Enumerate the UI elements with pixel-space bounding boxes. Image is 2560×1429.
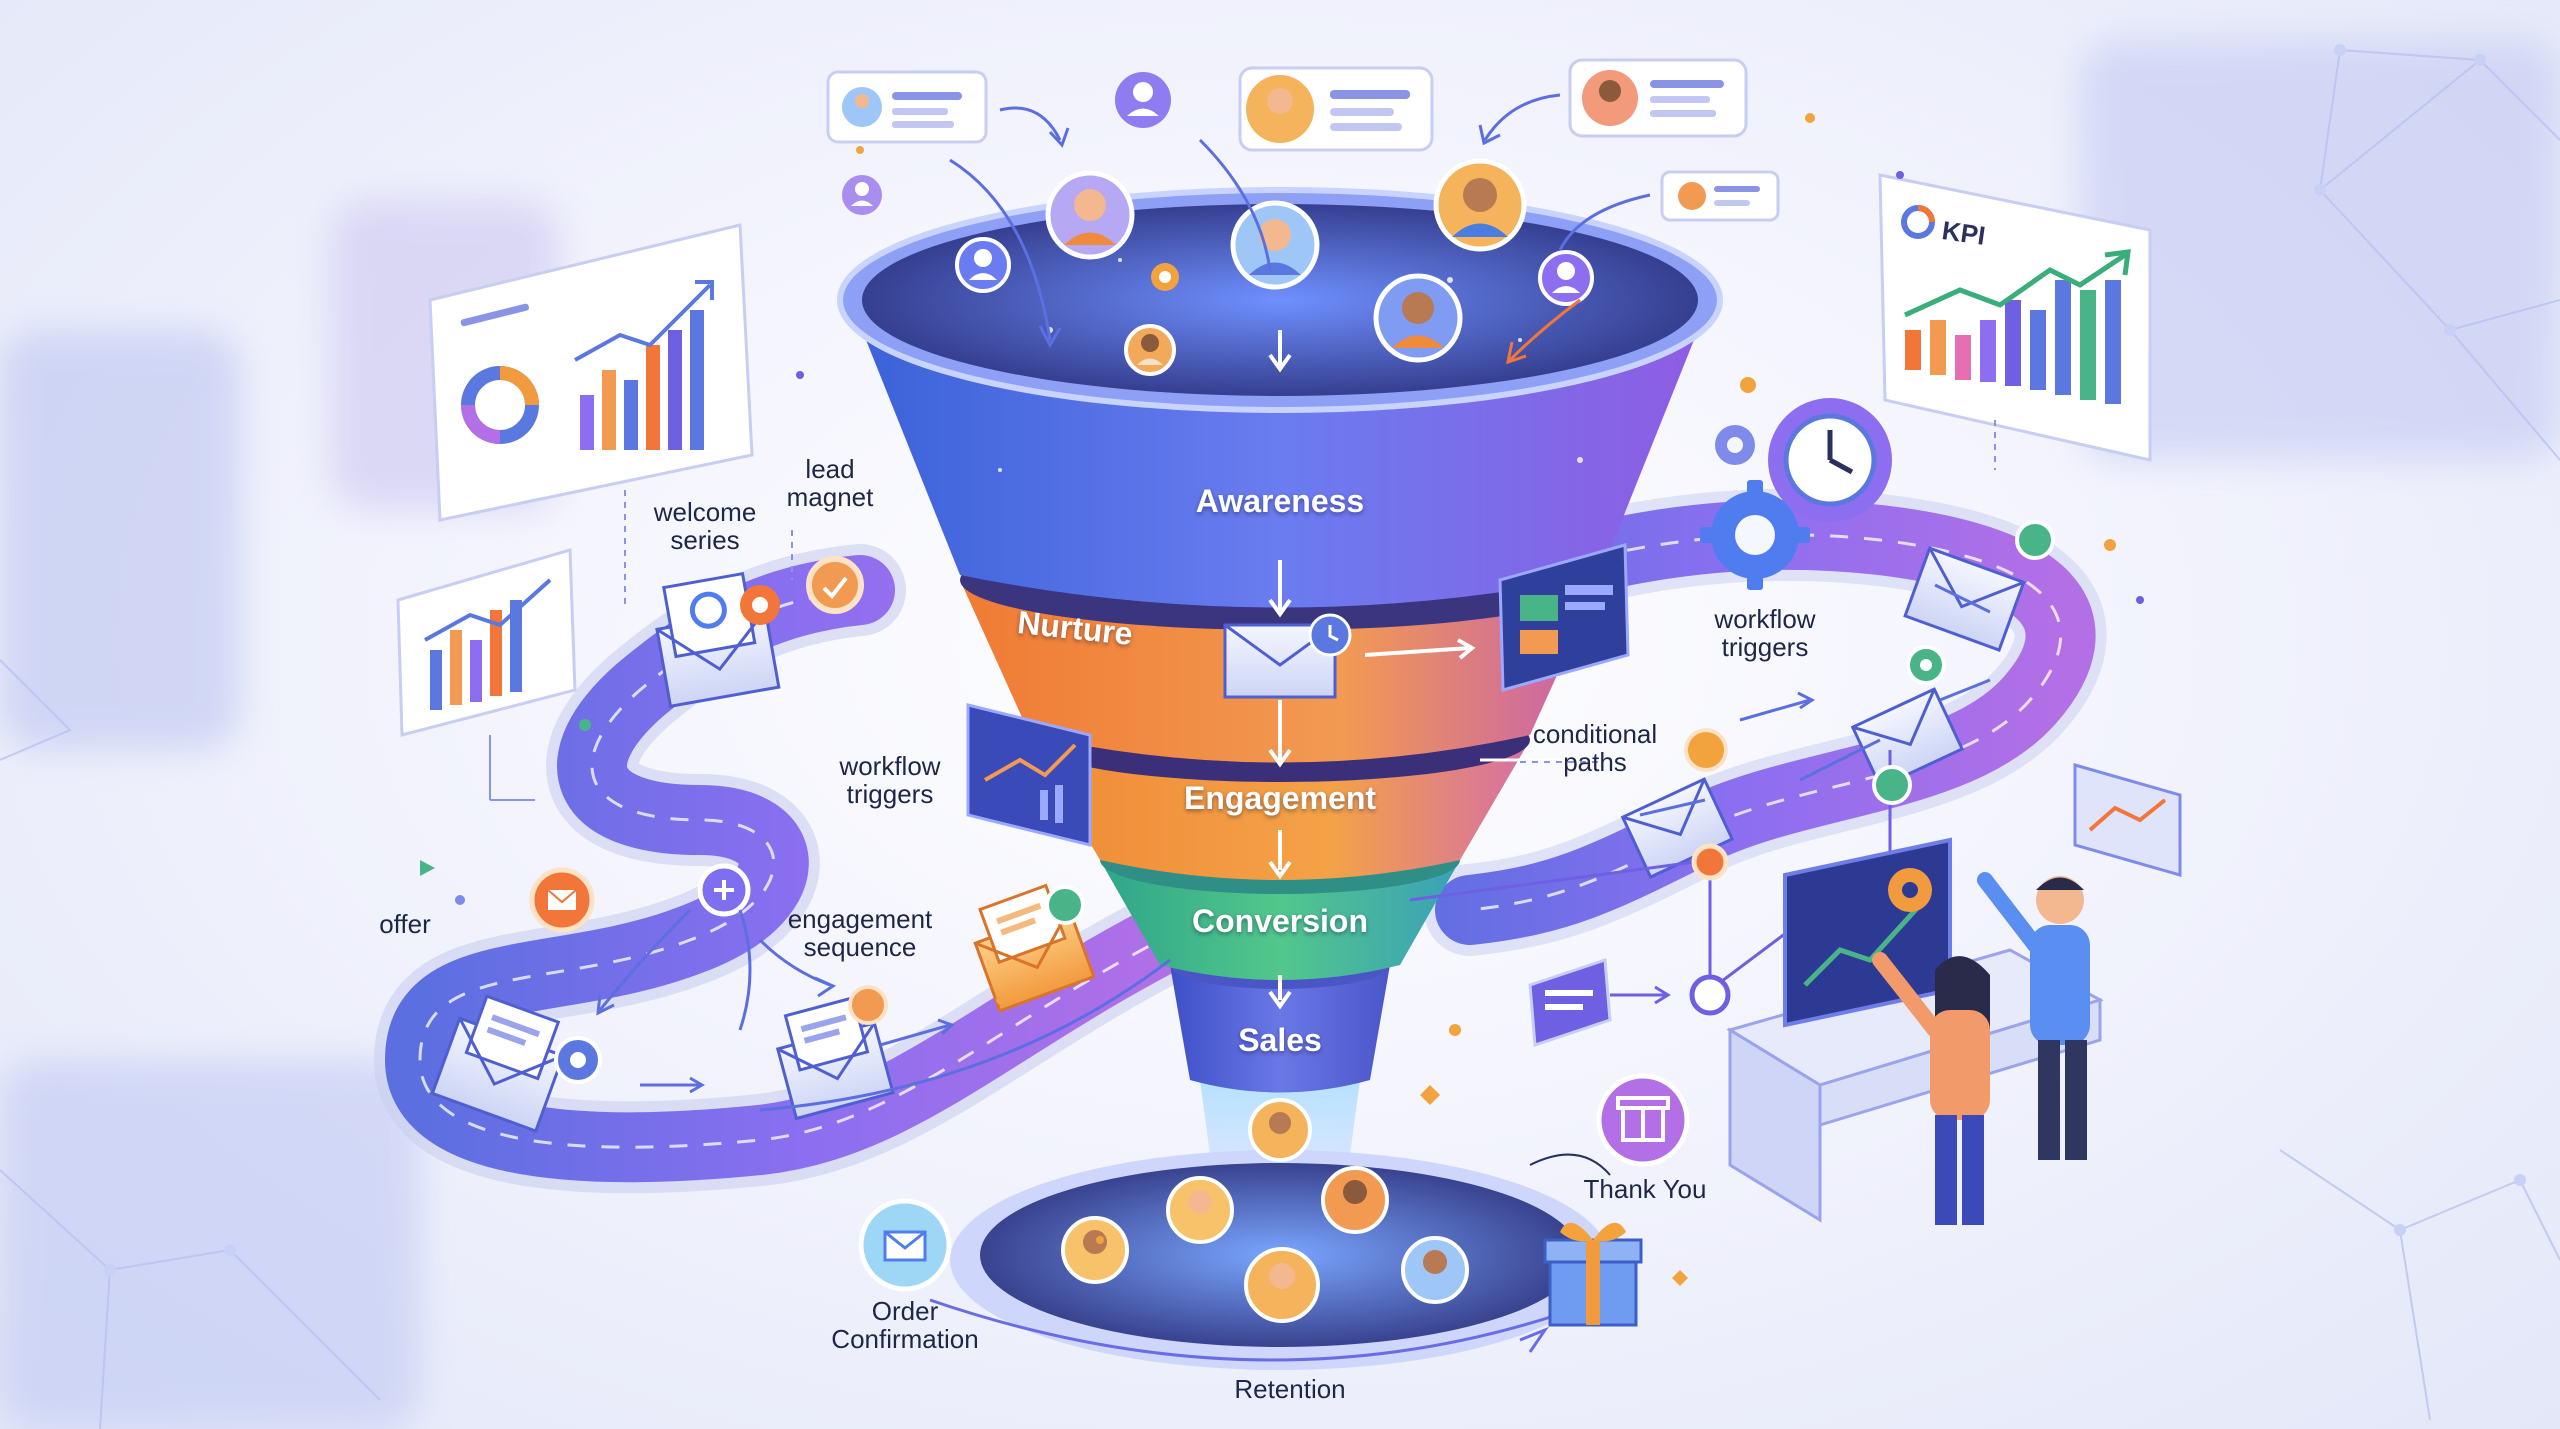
profile-card	[1238, 66, 1434, 152]
person-avatar-icon	[842, 175, 882, 215]
email-envelope-icon	[430, 994, 566, 1133]
welcome-series-label: welcome series	[653, 497, 757, 555]
lightbulb-icon	[1684, 728, 1728, 772]
email-envelope-icon	[529, 867, 595, 933]
person-avatar-icon	[1115, 72, 1171, 128]
profile-card	[1660, 170, 1780, 222]
profile-cards	[826, 58, 1780, 365]
kpi-panel-title: KPI	[1940, 215, 1988, 251]
gear-icon	[1906, 645, 1946, 685]
trend-chart-card-left	[396, 548, 577, 801]
plus-node-icon	[697, 863, 751, 917]
workflow-path	[373, 488, 2107, 1194]
profile-card	[826, 70, 988, 144]
stage-conversion-label: Conversion	[1191, 903, 1369, 939]
gear-icon	[740, 585, 780, 625]
person-avatar-icon	[1538, 250, 1594, 306]
gift-icon	[1596, 1073, 1690, 1167]
stage-awareness-label: Awareness	[1195, 483, 1365, 519]
decorative-sparkles	[420, 113, 2144, 1286]
background-panel-left	[0, 330, 240, 750]
funnel	[837, 187, 1723, 1230]
person-avatar-icon	[955, 237, 1011, 293]
person-avatar-icon	[1244, 1247, 1320, 1323]
email-envelope-icons	[430, 520, 2055, 1292]
bar-chart-icon	[574, 280, 714, 450]
email-envelope-icon	[1850, 687, 1965, 789]
person-avatar-icons	[842, 72, 1594, 1323]
person-avatar-icon	[1433, 158, 1527, 252]
gear-icon	[1715, 425, 1755, 465]
path-nodes	[1689, 765, 1912, 1016]
email-envelope-icon	[973, 883, 1096, 1013]
email-envelope-icon	[655, 571, 781, 708]
clock-icon	[1768, 398, 1892, 522]
gear-icon	[554, 1036, 602, 1084]
person-avatar-icon	[1401, 1236, 1469, 1304]
person-avatar-icon	[1230, 200, 1320, 290]
person-avatar-icon	[1321, 1166, 1389, 1234]
team-workstation	[1726, 837, 2104, 1225]
person-avatar-icon	[1373, 273, 1463, 363]
workflow-triggers-left-label: workflow triggers	[839, 751, 941, 809]
background-panel-right	[2080, 40, 2560, 460]
gear-icon	[1151, 263, 1179, 291]
workflow-triggers-right-label: workflow triggers	[1714, 604, 1816, 662]
person-avatar-icon	[1248, 1098, 1312, 1162]
person-avatar-icon	[1045, 170, 1135, 260]
retention-label: Retention	[1234, 1374, 1346, 1404]
engagement-sequence-label: engagement sequence	[787, 904, 933, 962]
person-avatar-icon	[1061, 1216, 1129, 1284]
mini-dashboard-screens	[966, 543, 2182, 1048]
gear-icon	[1700, 480, 1810, 590]
kpi-dashboard-panel	[1878, 173, 2152, 470]
lightbulb-icon	[2015, 520, 2055, 560]
profile-card	[1568, 58, 1748, 138]
stage-sales-label: Sales	[1238, 1022, 1322, 1058]
email-envelope-icon	[858, 1198, 952, 1292]
lead-magnet-label: lead magnet	[786, 454, 874, 512]
lightbulb-icon	[848, 985, 888, 1025]
person-avatar-icon	[1166, 1176, 1234, 1244]
gift-box-icon	[1543, 1222, 1643, 1327]
thank-you-label: Thank You	[1583, 1174, 1707, 1204]
background-panel-bottom-left	[0, 1060, 420, 1429]
offer-label: offer	[379, 909, 431, 939]
stage-engagement-label: Engagement	[1183, 780, 1377, 816]
email-envelope-icon	[1620, 777, 1735, 879]
conditional-paths-label: conditional paths	[1532, 719, 1658, 777]
order-confirmation-label: Order Confirmation	[831, 1296, 979, 1354]
donut-chart-icon	[461, 366, 539, 444]
email-envelope-icon	[1223, 613, 1352, 699]
person-avatar-icon	[1124, 324, 1176, 376]
lightbulb-icon	[806, 556, 864, 614]
gear-icon	[1888, 868, 1932, 912]
analytics-dashboard-left	[428, 223, 754, 522]
